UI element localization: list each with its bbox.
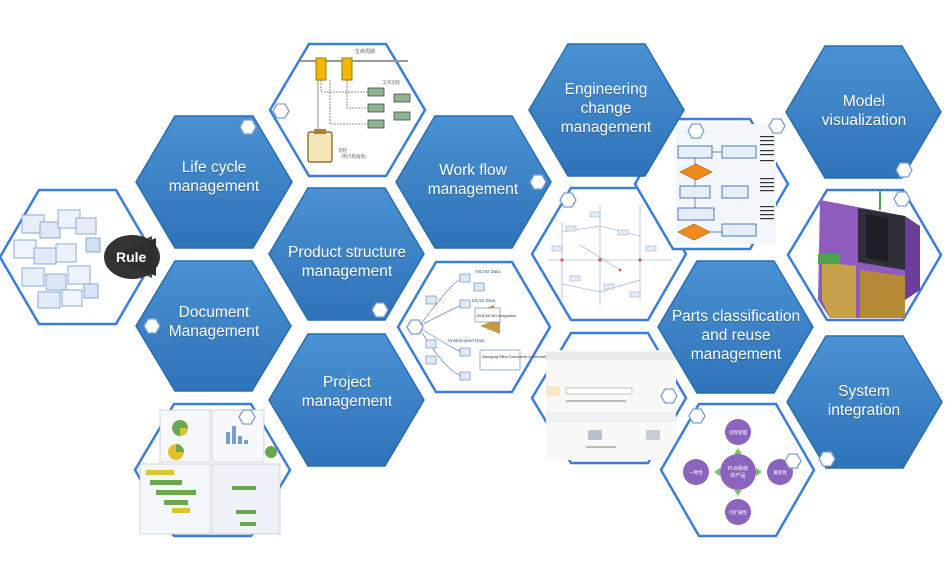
ps-label-unstructured: Unstructured Data: [448, 338, 485, 343]
parts-search-ui-hexagon: [530, 331, 688, 465]
product-structure-diagram-hexagon: MCAD Data ECAD Data Unstructured Data ED…: [396, 260, 552, 394]
badge-parts-img: [688, 408, 706, 424]
badge-workflow: [529, 174, 547, 190]
engineering-change-flowchart-hexagon: [633, 117, 790, 251]
plm-node-top-text: 流程管理: [729, 429, 747, 436]
model-3d-render-hexagon: [786, 188, 943, 322]
badge-system: [818, 451, 836, 467]
hex-parts[interactable]: [657, 260, 814, 394]
ps-label-integration: EDA/MCAD Integration: [477, 314, 516, 318]
hex-workflow[interactable]: [395, 115, 552, 249]
hex-engineering-change[interactable]: [528, 43, 685, 177]
workflow-graph-hexagon: [530, 186, 688, 322]
plm-properties-diagram-hexagon: PLM系统 的产品 流程管理 一致性 兼容性 可扩展性: [659, 402, 816, 538]
badge-model-img: [893, 191, 911, 207]
plm-center-node: [720, 454, 756, 490]
badge-ecm: [687, 123, 705, 139]
badge-model: [895, 162, 913, 178]
lifecycle-title-text: 生命周期: [355, 48, 375, 55]
ps-label-ecad: ECAD Data: [472, 298, 496, 303]
ps-label-office: Managing Office Documents & Information: [482, 355, 550, 359]
lifecycle-role-text: 流程: [338, 147, 347, 154]
lifecycle-sub-text: 工作流程: [382, 79, 400, 86]
svg-text:PLM系统: PLM系统: [728, 465, 748, 472]
badge-project: [238, 409, 256, 425]
plm-node-left: [683, 459, 709, 485]
clipboard-icon: [307, 131, 333, 163]
plm-node-right: [767, 459, 793, 485]
badge-ecm-right: [768, 118, 786, 134]
documents-collage-icon: [13, 209, 101, 309]
badge-ps-img: [406, 319, 424, 335]
hex-document[interactable]: [135, 260, 292, 392]
badge-product-structure: [371, 302, 389, 318]
project-charts-hexagon: [133, 402, 292, 538]
badge-lifecycle: [239, 119, 257, 135]
badge-document: [143, 318, 161, 334]
badge-parts-search: [660, 388, 678, 404]
badge-workflow-img: [559, 192, 577, 208]
plm-node-top: [725, 419, 751, 445]
hex-model-visualization[interactable]: [785, 45, 942, 179]
lifecycle-diagram-hexagon: 生命周期 工作流程 流程 （用户和角色）: [268, 42, 427, 178]
svg-text:的产品: 的产品: [730, 472, 745, 479]
hex-system-integration[interactable]: [786, 335, 943, 469]
hex-project[interactable]: [268, 333, 425, 467]
plm-node-bottom-text: 可扩展性: [729, 509, 747, 516]
svg-text:（用户和角色）: （用户和角色）: [338, 153, 370, 160]
rule-hexagon: [0, 188, 160, 326]
plm-node-bottom: [725, 499, 751, 525]
ps-label-mcad: MCAD Data: [476, 269, 501, 274]
plm-node-left-text: 一致性: [689, 469, 703, 476]
hex-product-structure[interactable]: [268, 187, 425, 321]
badge-system-left: [784, 453, 802, 469]
plm-node-right-text: 兼容性: [773, 469, 787, 476]
badge-lifecycle-img: [272, 103, 290, 119]
hex-lifecycle[interactable]: [135, 115, 293, 249]
rule-label: Rule: [116, 249, 147, 265]
